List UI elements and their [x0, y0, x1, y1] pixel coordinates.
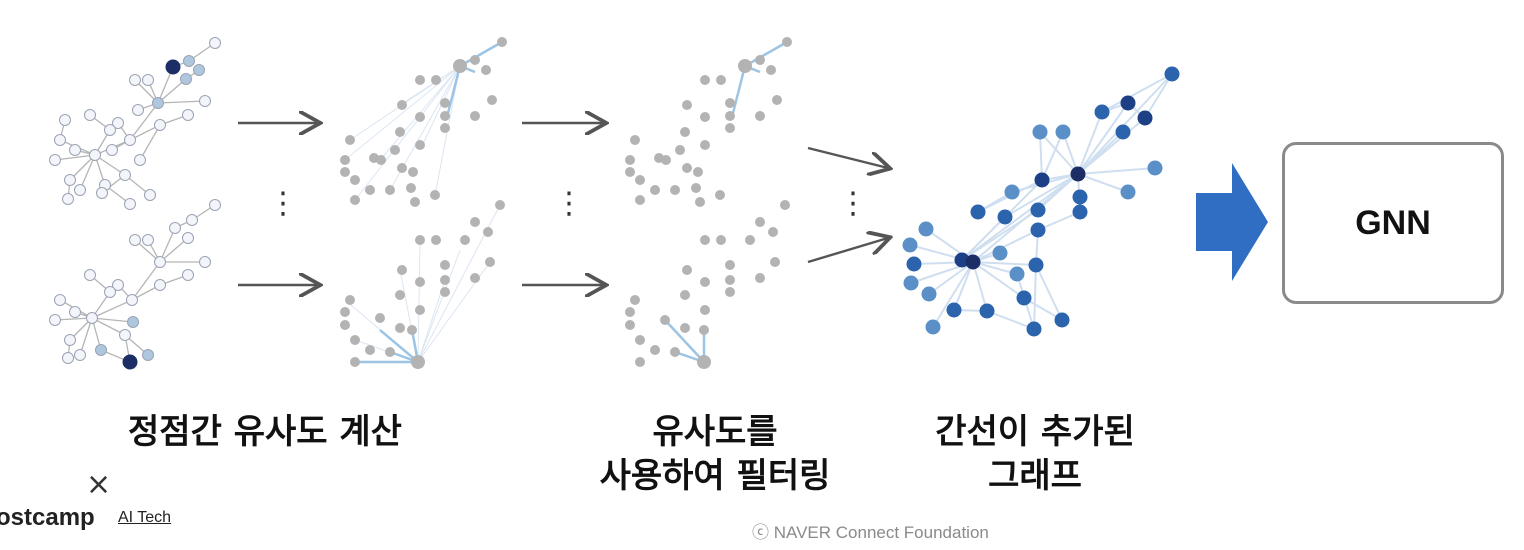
filtered-graph-top	[625, 37, 792, 207]
step2-line2: 사용하여 필터링	[599, 456, 831, 496]
arrow-bottom-3	[807, 238, 888, 264]
ellipsis-2: ⋮	[554, 186, 584, 221]
arrow-top-3	[807, 146, 888, 168]
logo-x-mark: ×	[86, 467, 112, 502]
original-graph-bottom	[54, 204, 216, 363]
logo-sub: AI Tech	[118, 509, 172, 526]
gnn-box: GNN	[1282, 142, 1504, 304]
ellipsis-3: ⋮	[838, 186, 868, 221]
ellipsis-1: ⋮	[268, 186, 298, 221]
original-graph-bottom-nodes	[49, 199, 221, 370]
augmented-graph	[902, 66, 1180, 337]
step3-line1: 간선이 추가된	[935, 412, 1135, 452]
logo-name: ostcamp	[0, 504, 95, 531]
big-arrow-to-gnn	[1196, 163, 1268, 281]
filtered-graph-bottom	[625, 200, 790, 369]
similarity-graph-top	[340, 37, 507, 207]
step3-line2: 그래프	[988, 456, 1082, 496]
original-graph-top-nodes	[49, 37, 221, 210]
gnn-label: GNN	[1355, 203, 1431, 242]
original-graph-top	[54, 42, 216, 205]
step1-text: 정점간 유사도 계산	[128, 412, 402, 452]
step-label-augmented-graph: 간선이 추가된 그래프	[895, 410, 1175, 498]
step2-line1: 유사도를	[652, 412, 778, 452]
step-label-filtering: 유사도를 사용하여 필터링	[560, 410, 870, 498]
similarity-graph-bottom	[340, 200, 505, 369]
copyright-footer: ⓒ NAVER Connect Foundation	[752, 523, 989, 542]
step-label-similarity: 정점간 유사도 계산	[80, 410, 450, 454]
